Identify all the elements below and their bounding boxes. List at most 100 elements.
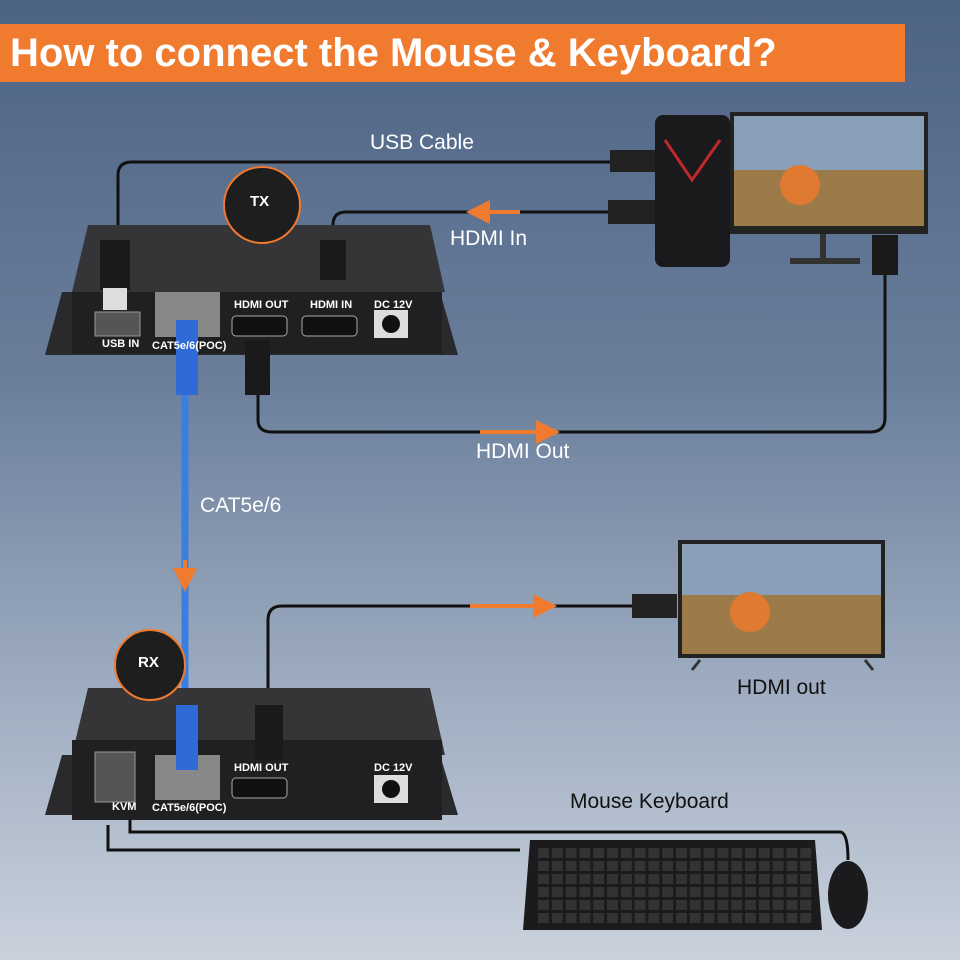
tx-port-hdmi-in: HDMI IN [310, 299, 353, 311]
keyboard-key [800, 848, 812, 858]
keyboard-key [551, 887, 563, 897]
keyboard-key [648, 861, 660, 871]
pc-tower [608, 115, 730, 267]
tx-badge: TX [250, 193, 270, 210]
keyboard-key [648, 913, 660, 923]
keyboard-key [758, 900, 770, 910]
keyboard-key [593, 874, 605, 884]
cat-cable-label: CAT5e/6 [200, 494, 282, 517]
tx-port-usb-in: USB IN [102, 338, 140, 350]
keyboard-key [772, 874, 784, 884]
keyboard-key [620, 900, 632, 910]
keyboard-key [676, 848, 687, 858]
keyboard-key [731, 848, 743, 858]
keyboard-key [689, 861, 701, 871]
keyboard-key [538, 861, 549, 871]
keyboard-key [772, 900, 784, 910]
keyboard-key [745, 848, 756, 858]
keyboard-key [634, 861, 646, 871]
keyboard-key [538, 900, 549, 910]
keyboard-key [731, 861, 743, 871]
keyboard-key [676, 874, 687, 884]
keyboard-key [676, 861, 687, 871]
monitor-bottom [632, 540, 885, 671]
keyboard-key [717, 913, 729, 923]
keyboard-key [620, 861, 632, 871]
keyboard-key [703, 861, 715, 871]
keyboard-key [731, 913, 743, 923]
keyboard-key [745, 887, 756, 897]
keyboard-key [579, 900, 591, 910]
keyboard-key [648, 887, 660, 897]
keyboard-key [731, 887, 743, 897]
rx-port-dc: DC 12V [374, 762, 413, 774]
keyboard-key [758, 887, 770, 897]
keyboard-key [731, 874, 743, 884]
keyboard-key [565, 887, 577, 897]
keyboard-key [538, 848, 549, 858]
keyboard-key [689, 887, 701, 897]
rx-port-kvm: KVM [112, 801, 137, 813]
direction-arrows [466, 200, 560, 618]
keyboard-key [551, 913, 563, 923]
keyboard-key [538, 887, 549, 897]
keyboard-key [772, 848, 784, 858]
page-title: How to connect the Mouse & Keyboard? [0, 24, 905, 82]
keyboard-key [676, 913, 687, 923]
keyboard-key [565, 913, 577, 923]
keyboard-key [551, 900, 563, 910]
keyboard-key [800, 861, 812, 871]
mouse-keyboard-label: Mouse Keyboard [570, 790, 729, 813]
keyboard-key [786, 848, 798, 858]
keyboard-key [662, 848, 674, 858]
keyboard-key [703, 848, 715, 858]
keyboard-key [758, 861, 770, 871]
keyboard-key [745, 900, 756, 910]
keyboard-key [551, 848, 563, 858]
keyboard-key [648, 848, 660, 858]
keyboard-key [786, 874, 798, 884]
keyboard-key [607, 848, 618, 858]
keyboard-key [717, 874, 729, 884]
keyboard-key [551, 874, 563, 884]
keyboard-key [703, 913, 715, 923]
keyboard-key [634, 874, 646, 884]
keyboard-key [579, 861, 591, 871]
keyboard-key [689, 848, 701, 858]
keyboard-key [634, 887, 646, 897]
keyboard-key [607, 861, 618, 871]
keyboard-key [689, 900, 701, 910]
keyboard-key [662, 874, 674, 884]
keyboard-key [717, 861, 729, 871]
keyboard-key [662, 861, 674, 871]
keyboard-key [772, 913, 784, 923]
keyboard-key [786, 900, 798, 910]
keyboard-key [800, 887, 812, 897]
keyboard-key [538, 874, 549, 884]
keyboard-key [772, 887, 784, 897]
keyboard-key [800, 874, 812, 884]
keyboard-key [689, 913, 701, 923]
keyboard-key [703, 887, 715, 897]
keyboard-key [579, 874, 591, 884]
rx-badge: RX [138, 654, 159, 671]
monitor-top [730, 112, 928, 275]
keyboard-key [758, 874, 770, 884]
rx-port-hdmi-out: HDMI OUT [234, 762, 289, 774]
keyboard-key [703, 900, 715, 910]
keyboard-key [676, 887, 687, 897]
keyboard-key [717, 887, 729, 897]
keyboard-key [593, 887, 605, 897]
keyboard-key [593, 848, 605, 858]
keyboard-key [703, 874, 715, 884]
hdmi-in-label: HDMI In [450, 227, 528, 250]
keyboard-key [786, 913, 798, 923]
keyboard-key [745, 913, 756, 923]
keyboard-key [579, 887, 591, 897]
mouse [828, 861, 868, 929]
keyboard-key [634, 913, 646, 923]
keyboard-key [676, 900, 687, 910]
keyboard-key [800, 900, 812, 910]
keyboard-key [579, 848, 591, 858]
